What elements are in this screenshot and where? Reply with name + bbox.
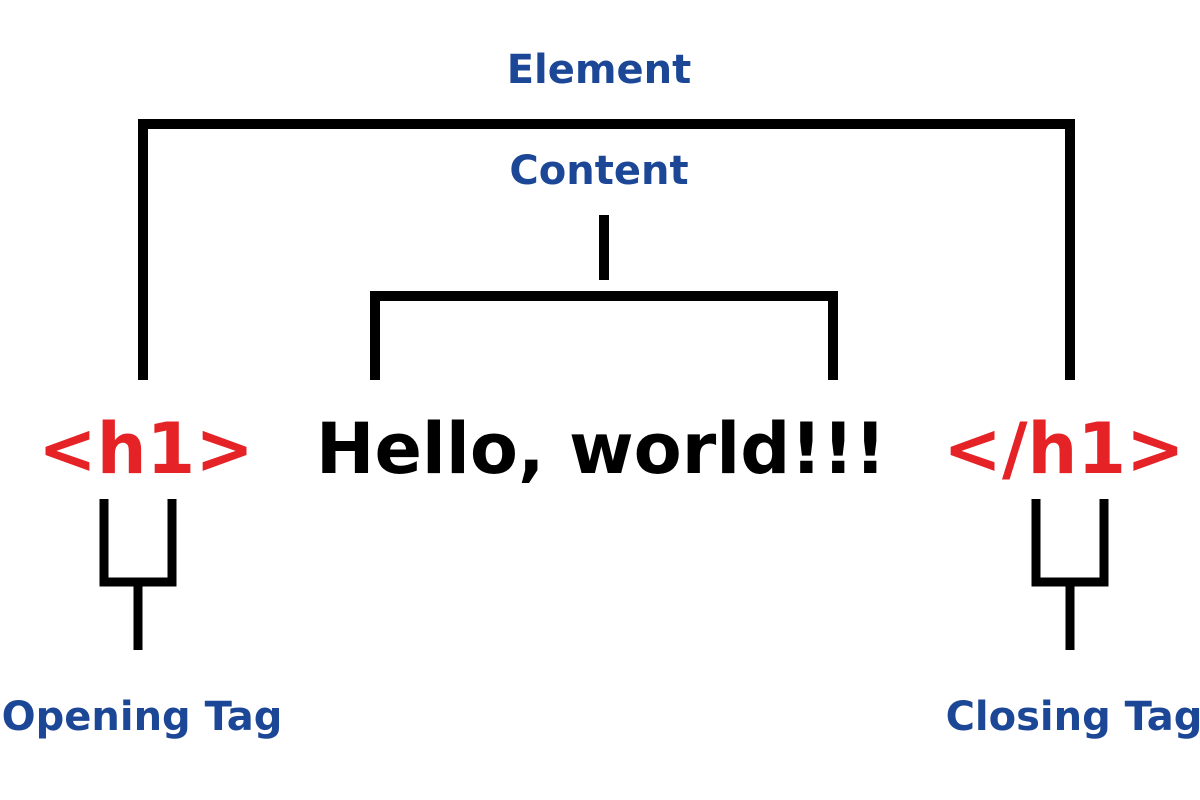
content-text: Hello, world!!! [315, 408, 887, 490]
closing-tag-label: Closing Tag [945, 694, 1200, 740]
opening-tag-label: Opening Tag [1, 694, 283, 740]
opening-tag-bracket [99, 499, 177, 587]
closing-tag-bracket [1031, 499, 1109, 587]
element-label: Element [506, 47, 692, 93]
content-bracket [370, 291, 838, 380]
opening-tag: <h1> [38, 408, 254, 490]
closing-tag: </h1> [943, 408, 1185, 490]
element-bracket [138, 119, 1075, 380]
content-label: Content [509, 148, 689, 194]
